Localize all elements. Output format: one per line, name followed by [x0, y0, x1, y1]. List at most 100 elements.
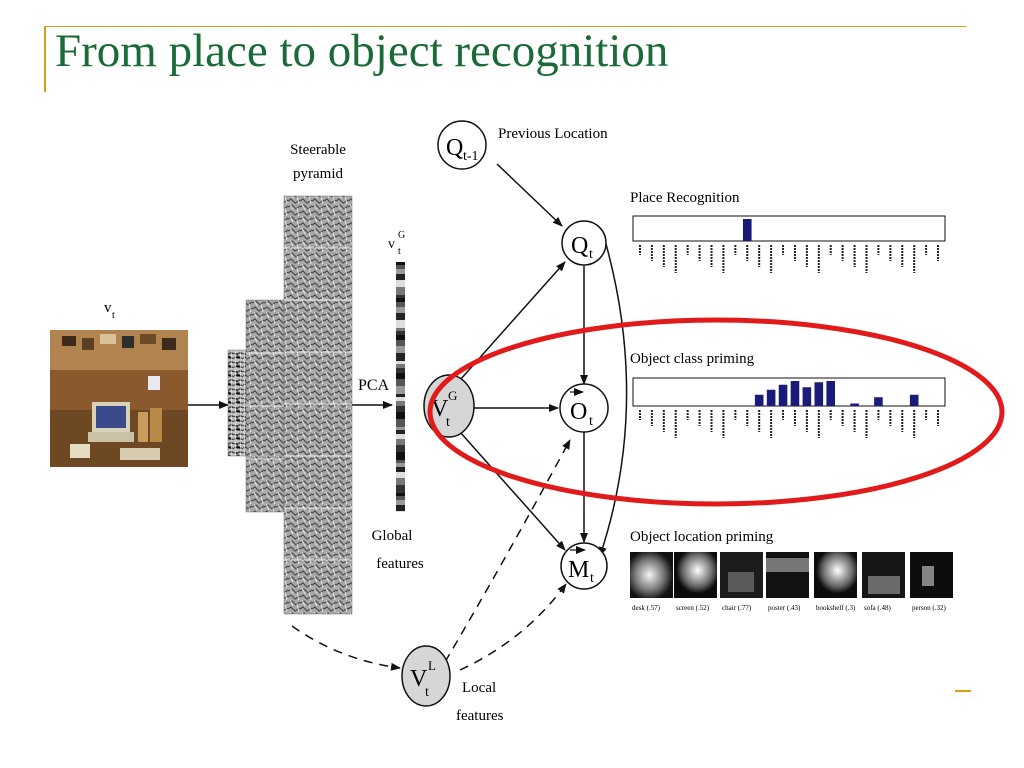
feature-vector-cell [396, 500, 405, 505]
feature-vector-cell [396, 401, 405, 406]
edge-q-to-m-curve [599, 243, 628, 557]
svg-text:L: L [428, 658, 436, 673]
feature-vector-cell [396, 335, 405, 340]
global-vector-label-sup: G [398, 230, 405, 241]
object-chart-bars [754, 381, 919, 406]
feature-vector-cell [396, 472, 405, 478]
feature-vector-cell [396, 452, 405, 460]
location-caption: bookshelf (.3) [816, 604, 856, 612]
svg-text:t: t [425, 685, 429, 700]
svg-text:t: t [589, 414, 593, 429]
feature-vector-cell [396, 394, 405, 397]
pyramid-label-line1: Steerable [290, 142, 346, 158]
feature-vector-cell [396, 406, 405, 412]
chart-bar [778, 384, 788, 406]
location-map-desk [630, 552, 673, 598]
location-priming-maps [630, 552, 953, 598]
feature-vector-cell [396, 478, 405, 485]
place-chart-tick-labels [638, 245, 940, 273]
feature-vector-cell [396, 379, 405, 386]
edge-vg-to-m [459, 431, 566, 551]
feature-vector-cell [396, 320, 405, 328]
place-chart-bars [742, 219, 752, 241]
chart-bar [742, 219, 752, 241]
svg-text:t: t [590, 571, 594, 586]
location-map-bookshelf [814, 552, 857, 598]
object-location-priming-title: Object location priming [630, 529, 774, 545]
feature-vector-cell [396, 368, 405, 373]
steerable-pyramid-stack [227, 195, 353, 615]
input-image-label: v [104, 300, 112, 316]
location-priming-captions: desk (.57)screen (.52)chair (.77)poster … [632, 604, 946, 612]
highlight-ellipse [427, 317, 1005, 507]
chart-bar [909, 394, 919, 406]
node-vl: V L t [401, 645, 451, 707]
chart-bar [802, 387, 812, 406]
feature-vector-cell [396, 373, 405, 379]
feature-vector-cell [396, 346, 405, 353]
feature-vector-cell [396, 439, 405, 445]
feature-vector-cell [396, 353, 405, 361]
location-map-screen [674, 552, 717, 598]
feature-vector-cell [396, 307, 405, 313]
feature-vector-cell [396, 434, 405, 439]
feature-vector-cell [396, 427, 405, 430]
chart-bar [850, 403, 859, 406]
feature-vector-cell [396, 340, 405, 346]
feature-vector-cell [396, 445, 405, 452]
feature-vector-cell [396, 430, 405, 434]
svg-text:G: G [448, 388, 457, 403]
svg-text:M: M [568, 557, 589, 583]
location-caption: person (.32) [912, 604, 946, 612]
feature-vector-cell [396, 287, 405, 295]
svg-text:t: t [589, 247, 593, 262]
feature-vector-cell [396, 328, 405, 331]
svg-text:V: V [410, 666, 428, 692]
feature-vector-cell [396, 331, 405, 335]
node-o: O t [559, 383, 609, 433]
svg-text:t-1: t-1 [463, 149, 479, 164]
global-feature-vector [396, 262, 405, 512]
local-features-line1: Local [462, 680, 496, 696]
slide-title: From place to object recognition [55, 25, 669, 77]
object-chart-tick-labels [638, 410, 940, 438]
pyramid-label-line2: pyramid [293, 166, 343, 182]
location-caption: sofa (.48) [864, 604, 891, 612]
local-features-line2: features [456, 708, 504, 724]
feature-vector-cell [396, 298, 405, 302]
feature-vector-cell [396, 364, 405, 368]
feature-vector-cell [396, 269, 405, 274]
edge-qprev-to-q [496, 163, 563, 227]
node-q-previous: Q t-1 [437, 120, 487, 170]
feature-vector-cell [396, 505, 405, 511]
feature-vector-cell [396, 496, 405, 500]
svg-text:t: t [446, 415, 450, 430]
feature-vector-cell [396, 460, 405, 463]
title-rule-horizontal [44, 26, 966, 27]
global-vector-label-sub: t [398, 246, 401, 257]
chart-bar [874, 397, 883, 406]
chart-bar [790, 381, 800, 406]
previous-location-label: Previous Location [498, 126, 608, 142]
feature-vector-cell [396, 419, 405, 427]
location-caption: desk (.57) [632, 604, 661, 612]
node-q: Q t [561, 220, 607, 266]
object-class-priming-title: Object class priming [630, 351, 755, 367]
feature-vector-cell [396, 493, 405, 496]
chart-bar [814, 382, 824, 406]
svg-text:Q: Q [446, 135, 463, 161]
feature-vector-cell [396, 397, 405, 401]
feature-vector-cell [396, 274, 405, 280]
feature-vector-cell [396, 265, 405, 269]
edge-vl-to-m [459, 583, 567, 671]
chart-bar [826, 381, 836, 406]
corner-accent-dash [955, 690, 971, 692]
svg-text:V: V [431, 396, 449, 422]
chart-bar [766, 389, 776, 406]
feature-vector-cell [396, 412, 405, 419]
title-rule-vertical [44, 26, 46, 92]
global-vector-label: v [388, 237, 395, 252]
place-chart-frame [632, 215, 946, 242]
feature-vector-cell [396, 280, 405, 287]
